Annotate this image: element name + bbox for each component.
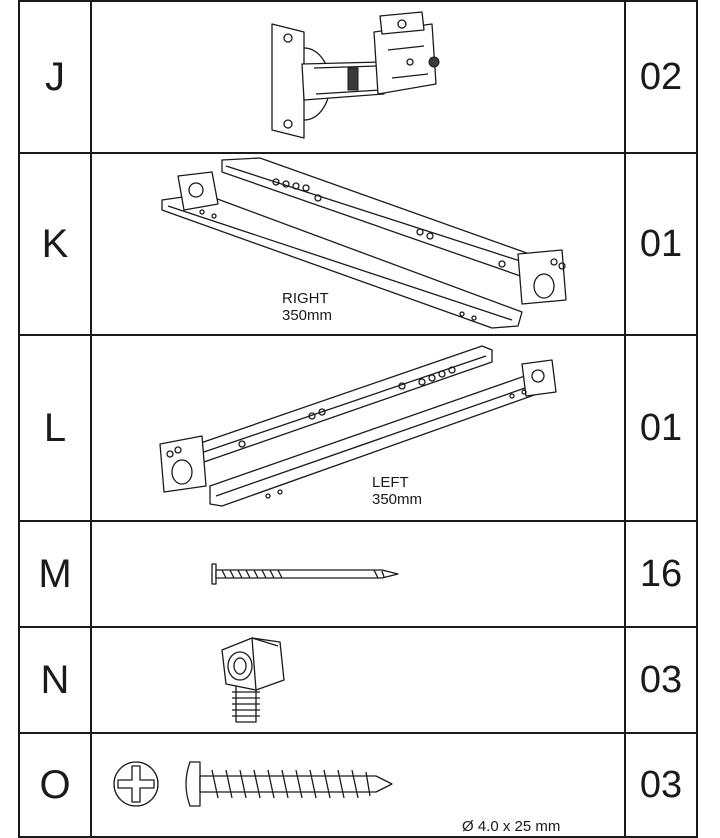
drawer-runner-right-icon (161, 157, 567, 329)
part-quantity: 16 (624, 522, 696, 626)
parts-row-k: K (20, 152, 696, 334)
runner-caption-length: 350mm (372, 491, 423, 508)
parts-row-m: M 16 (20, 520, 696, 626)
hinge-icon (271, 11, 440, 139)
nail-illustration (92, 522, 624, 626)
runner-caption-side: LEFT (372, 474, 409, 491)
drawer-runner-left-icon (159, 345, 557, 507)
screw-illustration: Ø 4.0 x 25 mm (92, 734, 624, 836)
part-letter: N (20, 628, 92, 732)
screw-icon (113, 761, 393, 807)
runner-left-illustration: LEFT 350mm (92, 336, 624, 520)
part-letter: L (20, 336, 92, 520)
part-quantity: 03 (624, 734, 696, 836)
hinge-illustration (92, 2, 624, 152)
screw-size-caption: Ø 4.0 x 25 mm (462, 818, 561, 835)
cam-connector-illustration (92, 628, 624, 732)
part-quantity: 02 (624, 2, 696, 152)
part-letter: O (20, 734, 92, 836)
part-letter: K (20, 154, 92, 334)
nail-icon (211, 563, 399, 585)
parts-row-l: L (20, 334, 696, 520)
parts-row-j: J 02 (20, 0, 696, 152)
cam-connector-icon (221, 637, 285, 723)
parts-list-table: J 02 (18, 0, 698, 838)
part-quantity: 03 (624, 628, 696, 732)
part-letter: J (20, 2, 92, 152)
runner-caption-side: RIGHT (282, 290, 329, 307)
runner-right-illustration: RIGHT 350mm (92, 154, 624, 334)
parts-row-n: N 03 (20, 626, 696, 732)
part-letter: M (20, 522, 92, 626)
runner-caption-length: 350mm (282, 307, 333, 324)
part-quantity: 01 (624, 154, 696, 334)
parts-row-o: O Ø 4.0 x 25 mm 03 (20, 732, 696, 838)
part-quantity: 01 (624, 336, 696, 520)
